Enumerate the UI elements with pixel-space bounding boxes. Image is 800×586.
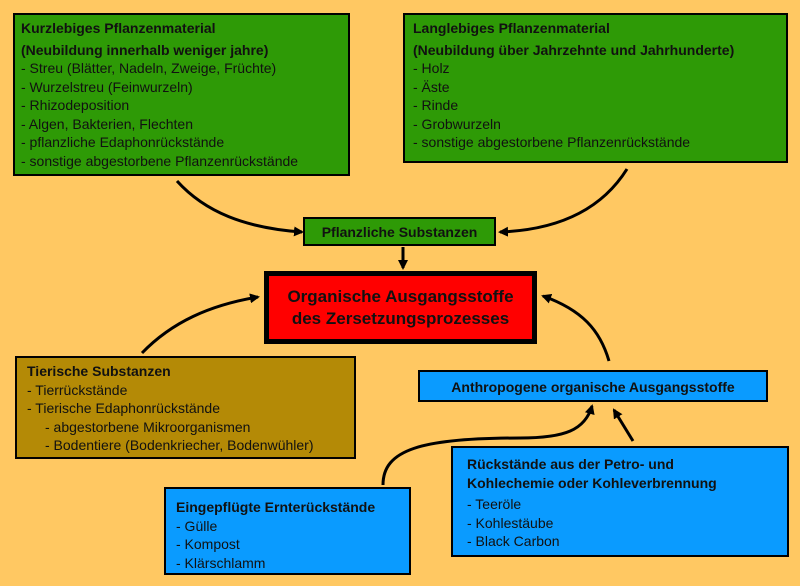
petro-coal-residues-box: Rückstände aus der Petro- und Kohlechemi… (451, 446, 789, 557)
petro-item: - Teeröle (467, 496, 522, 512)
long-lived-item: - Rinde (413, 97, 459, 113)
harvest-item: - Kompost (176, 536, 240, 552)
short-lived-item: - sonstige abgestorbene Pflanzenrückstän… (21, 152, 299, 169)
short-lived-item: - Algen, Bakterien, Flechten (21, 115, 193, 132)
animal-title: Tierische Substanzen (27, 363, 171, 379)
petro-title-line2: Kohlechemie oder Kohleverbrennung (467, 474, 717, 491)
long-lived-title: Langlebiges Pflanzenmaterial (413, 20, 610, 36)
short-lived-item: - pflanzliche Edaphonrückstände (21, 134, 225, 150)
harvest-item: - Klärschlamm (176, 554, 266, 571)
center-title-line2: des Zersetzungsprozesses (291, 308, 510, 328)
animal-item: - Tierrückstände (27, 381, 128, 398)
organic-source-materials-box: Organische Ausgangsstoffe des Zersetzung… (264, 271, 537, 344)
anthropogenic-title: Anthropogene organische Ausgangsstoffe (451, 379, 735, 395)
arrow-animal-to-center (140, 293, 260, 355)
short-lived-title: Kurzlebiges Pflanzenmaterial (21, 20, 216, 36)
arrow-anthropogenic-to-center (541, 293, 611, 362)
short-lived-item: - Wurzelstreu (Feinwurzeln) (21, 78, 193, 95)
long-lived-subtitle: (Neubildung über Jahrzehnte und Jahrhund… (413, 41, 735, 58)
long-lived-item: - Äste (413, 78, 450, 95)
short-lived-plant-material-box: Kurzlebiges Pflanzenmaterial (Neubildung… (13, 13, 350, 176)
short-lived-item: - Rhizodeposition (21, 97, 130, 113)
plowed-harvest-residues-box: Eingepflügte Ernterückstände - Gülle - K… (164, 487, 411, 575)
arrow-petro-to-anthropogenic (612, 408, 635, 442)
anthropogenic-source-materials-box: Anthropogene organische Ausgangsstoffe (418, 370, 768, 402)
plant-substances-title: Pflanzliche Substanzen (321, 224, 478, 240)
long-lived-item: - Grobwurzeln (413, 115, 501, 132)
arrow-harvest-to-anthropogenic (381, 404, 595, 486)
short-lived-subtitle: (Neubildung innerhalb weniger jahre) (21, 41, 269, 58)
arrow-short-lived-to-plant (175, 179, 304, 237)
harvest-item: - Gülle (176, 517, 218, 534)
short-lived-item: - Streu (Blätter, Nadeln, Zweige, Frücht… (21, 60, 277, 76)
petro-title-line1: Rückstände aus der Petro- und (467, 456, 674, 472)
plant-substances-box: Pflanzliche Substanzen (303, 217, 496, 246)
long-lived-plant-material-box: Langlebiges Pflanzenmaterial (Neubildung… (403, 13, 788, 163)
petro-item: - Kohlestäube (467, 514, 554, 531)
animal-item: - abgestorbene Mikroorganismen (45, 418, 251, 435)
animal-item: - Tierische Edaphonrückstände (27, 400, 220, 416)
arrow-long-lived-to-plant (498, 168, 629, 237)
harvest-title: Eingepflügte Ernterückstände (176, 499, 376, 515)
animal-item: - Bodentiere (Bodenkriecher, Bodenwühler… (45, 437, 314, 453)
center-title-line1: Organische Ausgangsstoffe (287, 286, 514, 306)
animal-substances-box: Tierische Substanzen - Tierrückstände - … (15, 356, 356, 459)
long-lived-item: - sonstige abgestorbene Pflanzenrückstän… (413, 134, 691, 150)
petro-item: - Black Carbon (467, 533, 560, 549)
long-lived-item: - Holz (413, 60, 450, 76)
